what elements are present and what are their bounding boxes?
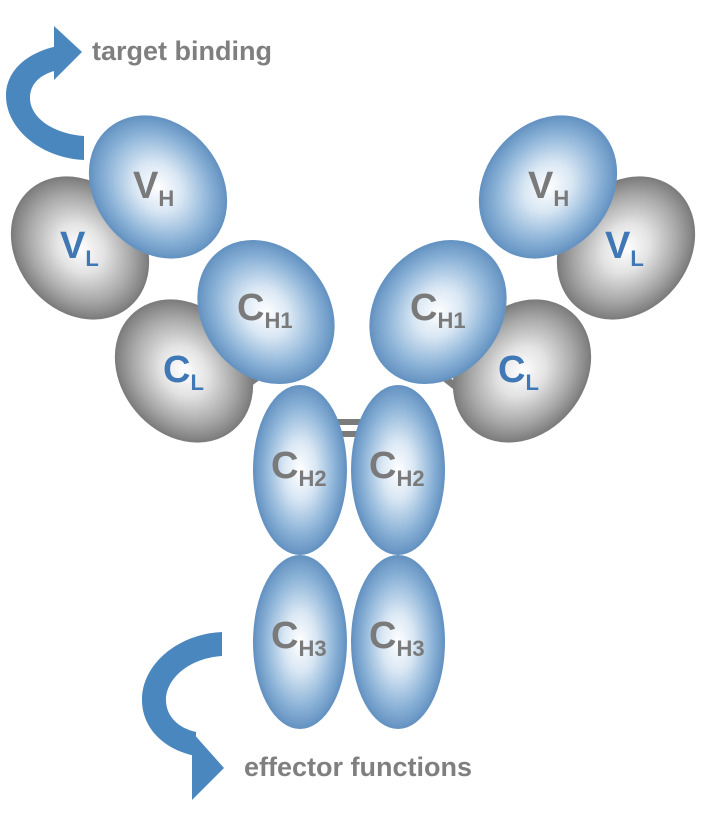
ch3-label-left: CH3 [271,615,327,661]
target-binding-label: target binding [92,36,272,66]
cl-label-right: CL [498,349,539,395]
ch1-label-right: CH1 [410,287,466,333]
ch2-label-left: CH2 [271,445,327,491]
vh-domain-right [478,115,618,259]
cl-label-left: CL [163,349,204,395]
ch2-domain-right [351,385,445,555]
ch3-domain-right [351,555,445,729]
vl-label-right: VL [605,225,644,271]
ch1-domain-right [369,239,507,385]
ch1-domain-left [197,239,335,385]
ch2-label-right: CH2 [369,445,425,491]
vh-domain-left [88,115,228,259]
vh-label-right: VH [528,165,569,211]
vl-label-left: VL [60,225,99,271]
effector-functions-label: effector functions [244,752,472,782]
vh-label-left: VH [133,165,174,211]
effector-functions-arrow-icon [142,632,224,800]
ch2-domain-left [253,385,347,555]
ch3-domain-left [253,555,347,729]
ch3-label-right: CH3 [369,615,425,661]
target-binding-arrow-icon [6,26,84,160]
ch1-label-left: CH1 [237,287,293,333]
